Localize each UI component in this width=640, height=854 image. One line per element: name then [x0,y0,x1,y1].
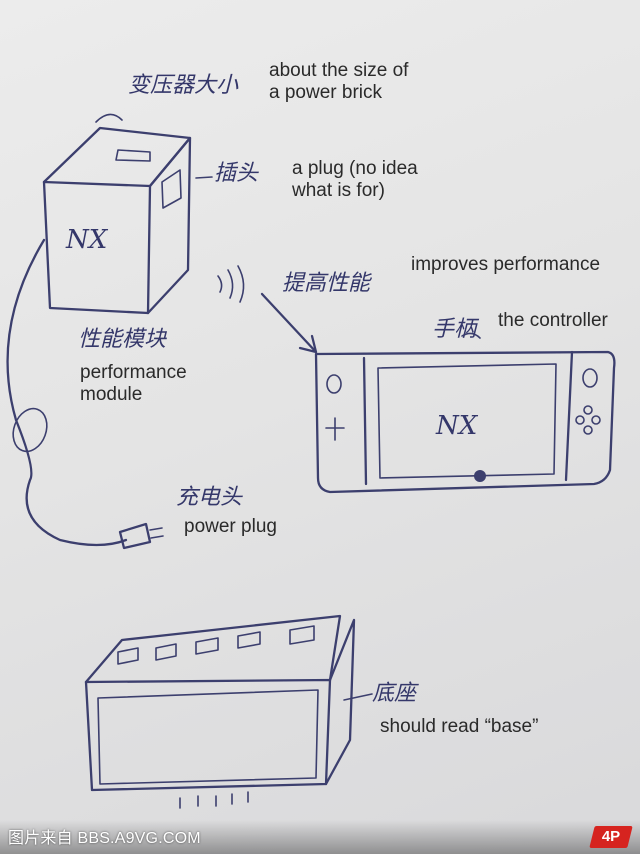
base-pointer-line [343,693,373,701]
left-joycon-divider [362,356,368,486]
performance-arrow [260,292,318,354]
button-y-icon [575,415,585,425]
console-nx-text: NX [435,411,479,441]
power-cable [6,238,128,547]
button-a-icon [591,415,601,425]
base-top-face [84,614,342,684]
dpad-plus-icon [325,417,345,441]
plug-pointer-line [195,176,213,179]
perf-handwritten: 提高性能 [282,271,373,296]
base-handwritten: 底座 [372,681,419,706]
console-outline [314,350,616,494]
right-stick-icon [582,368,598,388]
size-translation: about the size of a power brick [269,60,409,103]
controller-pointer-line [461,332,481,339]
right-joycon-divider [564,350,574,482]
plug-handwritten: 插头 [214,161,259,186]
base-port-5 [289,625,315,645]
base-port-4 [237,631,261,649]
base-side-face [324,618,356,786]
module-pointer-line [95,113,123,123]
button-x-icon [583,405,593,415]
performance-module-sketch: NX [42,113,213,315]
module-top-port [115,149,151,162]
power-plug-prongs [149,527,164,539]
site-logo-text: 4P [601,828,621,845]
cable-loop [12,407,48,453]
module-side-face [146,136,192,315]
plug-translation: a plug (no idea what is for) [292,158,418,201]
left-stick-icon [326,374,342,394]
power-plug-sketch [118,522,152,550]
console-screen [377,363,557,479]
base-port-3 [195,637,219,655]
arrow-head-icon [298,334,318,354]
perf-translation: improves performance [411,254,601,275]
base-sketch [84,614,373,809]
module-side-port [161,169,182,209]
module-handwritten: 性能模块 [78,327,168,352]
size-handwritten: 变压器大小 [128,73,239,98]
base-connector-pins [179,791,249,809]
source-watermark: 图片来自 BBS.A9VG.COM [8,830,201,847]
controller-translation: the controller [498,310,608,331]
base-port-2 [155,643,177,661]
button-b-icon [583,425,593,435]
module-translation: performance module [80,362,187,405]
home-button-icon [474,470,486,482]
base-translation: should read “base” [380,716,539,737]
signal-waves-icon [217,265,245,303]
console-sketch: NX [314,332,616,494]
site-logo: 4P [589,826,633,848]
module-nx-text: NX [65,225,109,255]
base-port-1 [117,647,139,665]
power-handwritten: 充电头 [176,485,243,510]
power-translation: power plug [184,516,277,537]
footer-bar: 图片来自 BBS.A9VG.COM 4P [0,820,640,854]
controller-handwritten: 手柄 [432,317,480,342]
base-screen-slot [97,689,319,785]
